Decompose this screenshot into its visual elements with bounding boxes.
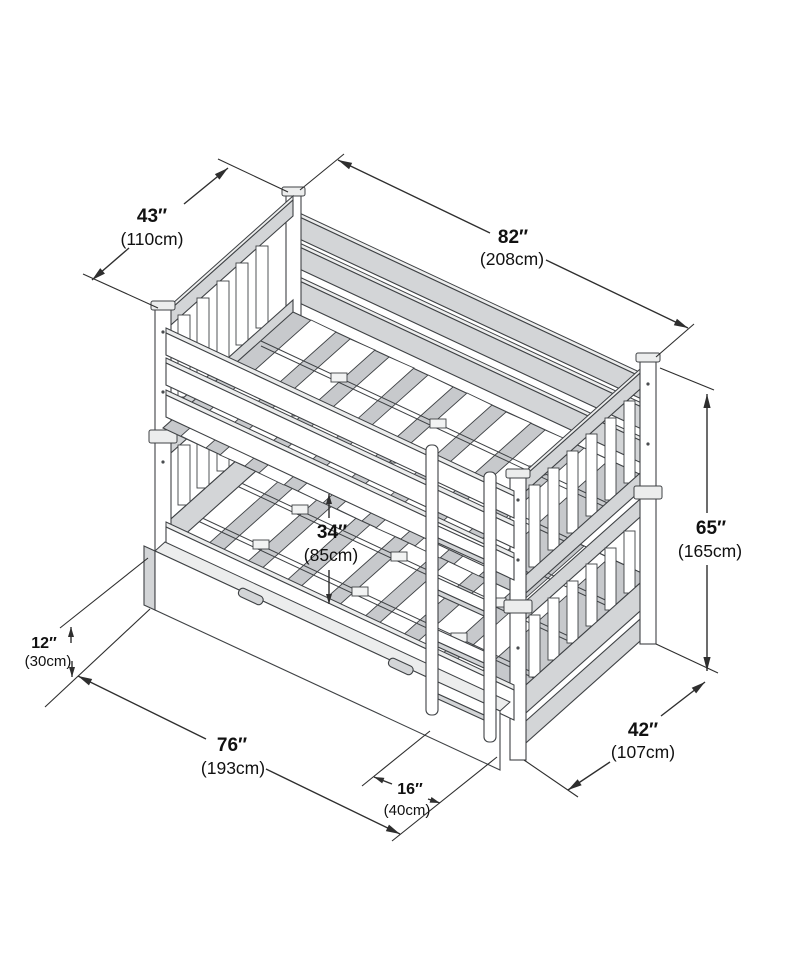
dim-height-cm-label: (165cm) bbox=[678, 541, 742, 561]
dim-length: 82″ (208cm) bbox=[299, 153, 695, 358]
trundle-handle-right bbox=[387, 657, 414, 676]
dimension-annotations: 43″ (110cm) 82″ (208cm) 65″ (165cm) 34″ … bbox=[25, 153, 742, 842]
dim-ladder-offset-cm-label: (40cm) bbox=[384, 802, 431, 819]
dim-foot-width: 42″ (107cm) bbox=[523, 681, 706, 798]
ladder bbox=[425, 444, 497, 743]
trundle-handle-left bbox=[237, 587, 264, 606]
dim-height-inches-label: 65″ bbox=[696, 518, 726, 539]
dim-trundle-length-cm-label: (193cm) bbox=[201, 758, 265, 778]
dim-ladder-offset: 16″ (40cm) bbox=[361, 730, 441, 819]
footboard-far-post bbox=[633, 352, 663, 645]
dim-foot-width-inches-label: 42″ bbox=[628, 720, 658, 741]
dim-head-width-cm-label: (110cm) bbox=[121, 229, 184, 249]
dim-head-width-inches-label: 43″ bbox=[137, 206, 167, 227]
trundle-drawer bbox=[143, 541, 511, 771]
dim-trundle-length-inches-label: 76″ bbox=[217, 735, 247, 756]
dim-bunk-clearance: 34″ (85cm) bbox=[304, 494, 358, 604]
dim-bunk-clearance-cm-label: (85cm) bbox=[304, 545, 358, 565]
bed-drawing bbox=[143, 186, 663, 771]
dim-length-cm-label: (208cm) bbox=[480, 249, 544, 269]
dim-trundle-height: 12″ (30cm) bbox=[25, 557, 151, 708]
dim-head-width: 43″ (110cm) bbox=[82, 158, 289, 309]
dim-ladder-offset-inches-label: 16″ bbox=[397, 781, 423, 798]
dim-height: 65″ (165cm) bbox=[655, 367, 742, 674]
dim-bunk-clearance-inches-label: 34″ bbox=[317, 522, 347, 543]
dim-foot-width-cm-label: (107cm) bbox=[611, 742, 675, 762]
dim-length-inches-label: 82″ bbox=[498, 227, 528, 248]
dim-trundle-length: 76″ (193cm) bbox=[77, 675, 498, 842]
dim-trundle-height-inches-label: 12″ bbox=[31, 635, 57, 652]
dim-trundle-height-cm-label: (30cm) bbox=[25, 653, 72, 670]
